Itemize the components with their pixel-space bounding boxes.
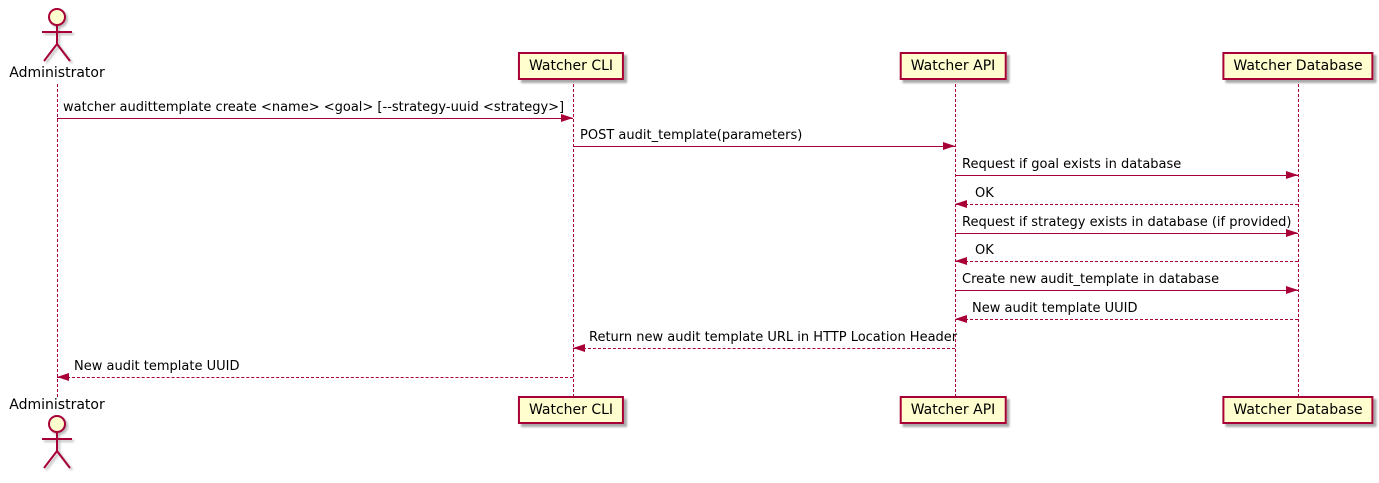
participant-watcher-api-bottom: Watcher API [899, 396, 1007, 424]
actor-icon [42, 8, 72, 62]
arrow-right-icon [561, 114, 573, 122]
arrow-left-icon [955, 200, 967, 208]
lifeline-watcher-database [1298, 79, 1299, 397]
actor-label-administrator-bottom: Administrator [9, 397, 105, 413]
arrow-right-icon [1286, 171, 1298, 179]
arrow-right-icon [943, 142, 955, 150]
message-label: Create new audit_template in database [962, 272, 1220, 287]
actor-icon [42, 415, 72, 469]
lifeline-watcher-cli [573, 79, 574, 397]
message-line [955, 175, 1298, 176]
lifeline-administrator [57, 84, 58, 397]
message-label: OK [975, 186, 994, 201]
arrow-right-icon [1286, 286, 1298, 294]
lifeline-watcher-api [955, 79, 956, 397]
message-label: Request if goal exists in database [962, 157, 1182, 172]
message-label: watcher audittemplate create <name> <goa… [63, 100, 565, 115]
actor-label-administrator-top: Administrator [9, 65, 105, 81]
message-label: POST audit_template(parameters) [580, 128, 803, 143]
message-label: OK [975, 243, 994, 258]
message-line [955, 290, 1298, 291]
message-label: Return new audit template URL in HTTP Lo… [589, 330, 958, 345]
participant-watcher-cli-top: Watcher CLI [517, 52, 625, 80]
message-line [57, 377, 573, 378]
arrow-right-icon [1286, 229, 1298, 237]
message-line [573, 146, 955, 147]
message-label: New audit template UUID [972, 301, 1138, 316]
message-line [955, 233, 1298, 234]
participant-watcher-database-top: Watcher Database [1222, 52, 1374, 80]
message-label: New audit template UUID [74, 359, 240, 374]
arrow-left-icon [573, 344, 585, 352]
participant-watcher-api-top: Watcher API [899, 52, 1007, 80]
participant-watcher-cli-bottom: Watcher CLI [517, 396, 625, 424]
arrow-left-icon [955, 315, 967, 323]
participant-watcher-database-bottom: Watcher Database [1222, 396, 1374, 424]
arrow-left-icon [955, 257, 967, 265]
message-line [955, 204, 1298, 205]
message-label: Request if strategy exists in database (… [962, 215, 1292, 230]
message-line [573, 348, 955, 349]
arrow-left-icon [57, 373, 69, 381]
message-line [955, 319, 1298, 320]
message-line [57, 118, 573, 119]
message-line [955, 261, 1298, 262]
